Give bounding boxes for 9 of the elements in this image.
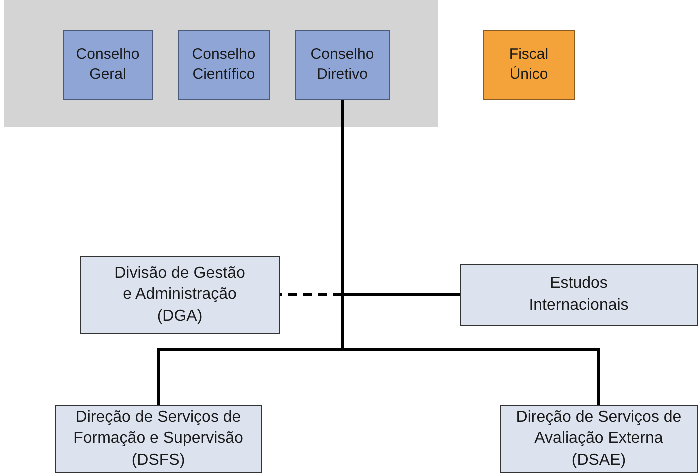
org-unit-box: Divisão de Gestão e Administração (DGA) — [80, 256, 280, 334]
org-unit-box: Conselho Geral — [63, 30, 153, 100]
org-unit-box: Direção de Serviços de Formação e Supervisão (DSFS) — [55, 405, 262, 473]
org-unit-box: Estudos Internacionais — [460, 264, 698, 326]
background-band — [4, 0, 438, 127]
org-unit-box: Fiscal Único — [483, 30, 575, 100]
org-unit-box: Conselho Científico — [178, 30, 270, 100]
org-unit-box: Direção de Serviços de Avaliação Externa (DSAE) — [500, 405, 698, 473]
org-unit-box: Conselho Diretivo — [295, 30, 390, 100]
